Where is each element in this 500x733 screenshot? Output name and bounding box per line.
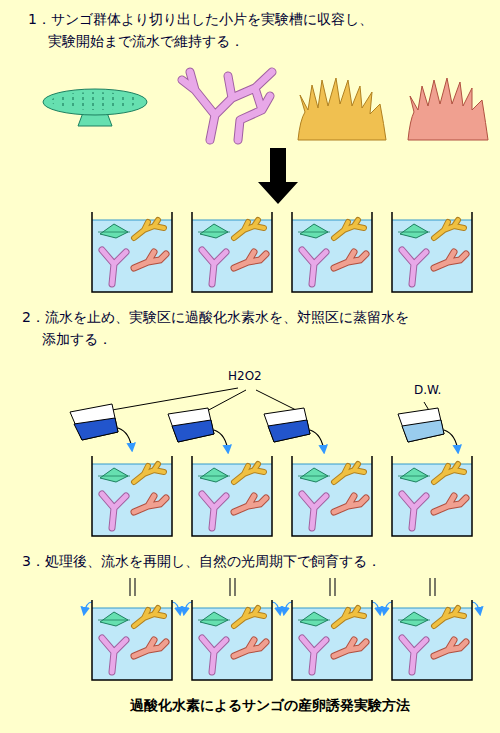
reagent-label: D.W. — [414, 382, 441, 398]
step-text: 3．処理後、流水を再開し、自然の光周期下で飼育する． — [22, 550, 381, 572]
step-text: 2．流水を止め、実験区に過酸化水素水を、対照区に蒸留水を 添加する． — [22, 306, 412, 350]
reagent-label: H2O2 — [228, 368, 262, 384]
step-text: 1．サンゴ群体より切り出した小片を実験槽に収容し、 実験開始まで流水で維持する． — [28, 8, 376, 52]
caption: 過酸化水素によるサンゴの産卵誘発実験方法 — [130, 694, 410, 716]
